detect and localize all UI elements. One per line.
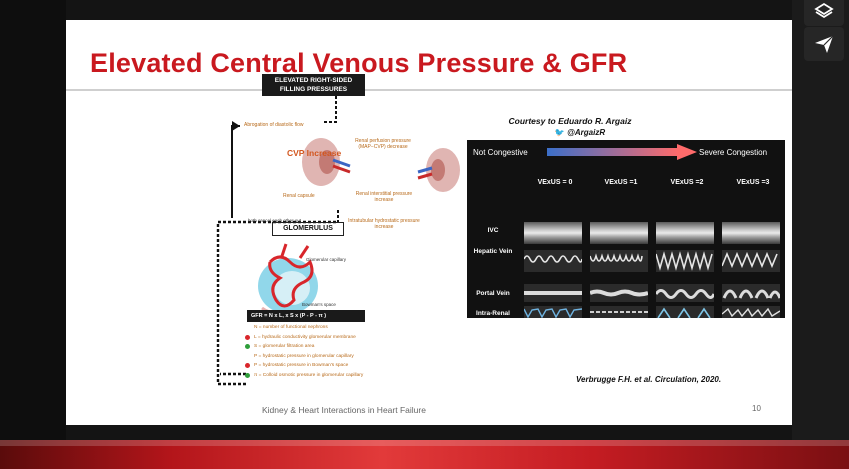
portal-waveform-1 [590,284,648,302]
share-button[interactable] [804,27,844,61]
legend-item: L = hydraulic conductivity glomerular me… [245,333,425,343]
title-divider [66,89,792,91]
hepatic-waveform-1 [590,250,648,272]
page-number: 10 [752,404,761,413]
ivc-ultrasound-1 [590,222,648,244]
layers-icon [813,0,835,20]
filling-pressures-box: ELEVATED RIGHT-SIDED FILLING PRESSURES [262,74,365,96]
row-label-ivc: IVC [471,227,515,235]
ivc-ultrasound-3 [722,222,780,244]
vexus-col-3: VExUS =3 [723,179,783,186]
not-congestive-label: Not Congestive [473,148,528,157]
glomerular-capillary-label: Glomerular capillary [306,257,346,262]
renal-perfusion-label: Renal perfusion pressure (MAP−CVP) decre… [343,138,423,150]
legend-dot [245,335,250,340]
gfr-formula: GFR = N x L, x S x (P - P - π ) [247,310,365,322]
send-icon [813,33,835,55]
intrarenal-waveform-1 [590,306,648,318]
glomerulus-box: GLOMERULUS [272,222,344,236]
portal-waveform-2 [656,284,714,302]
abrogation-label: Abrogation of diastolic flow [244,122,303,128]
legend-dot [245,373,250,378]
player-left-margin [0,0,66,469]
slide-footer: Kidney & Heart Interactions in Heart Fai… [262,405,426,415]
layers-button[interactable] [804,0,844,26]
legend-item: P = hydrostatic pressure in glomerular c… [245,352,425,362]
hepatic-waveform-2 [656,250,714,272]
vexus-col-1: VExUS =1 [591,179,651,186]
courtesy-line: Courtesy to Eduardo R. Argaiz [485,116,655,126]
legend-item: S = glomerular filtration area [245,342,425,352]
legend-item: N = number of functional nephrons [245,323,425,333]
portal-waveform-3 [722,284,780,302]
citation: Verbrugge F.H. et al. Circulation, 2020. [576,375,721,384]
ivc-ultrasound-2 [656,222,714,244]
player-bottom-band [0,440,849,469]
row-label-intrarenal: Intra-Renal Vein [471,310,515,318]
twitter-handle: 🐦 @ArgaizR [520,128,640,137]
severe-congestion-label: Severe Congestion [699,148,767,157]
portal-waveform-0 [524,284,582,302]
twitter-bird-icon: 🐦 [555,128,565,137]
renal-interstitial-label: Renal interstitial pressure increase [348,191,420,203]
legend-item: π = Colloid osmotic pressure in glomerul… [245,371,425,381]
legend-dot [245,325,250,330]
intrarenal-waveform-3 [722,306,780,318]
row-label-portal: Portal Vein [471,290,515,298]
player-right-panel [792,0,849,469]
intrarenal-waveform-2 [656,306,714,318]
vexus-grading-panel: Not Congestive Severe Congestion VExUS =… [467,140,785,318]
ivc-ultrasound-0 [524,222,582,244]
legend-dot [245,354,250,359]
row-label-hepatic: Hepatic Vein [471,248,515,256]
vexus-col-2: VExUS =2 [657,179,717,186]
legend-item: P = hydrostatic pressure in Bowman's spa… [245,361,425,371]
legend-dot [245,363,250,368]
cvp-increase-label: CVP Increase [287,148,341,158]
legend-dot [245,344,250,349]
intrarenal-waveform-0 [524,306,582,318]
gfr-legend: N = number of functional nephrons L = hy… [245,323,425,380]
hepatic-waveform-3 [722,250,780,272]
hepatic-waveform-0 [524,250,582,272]
intratubular-label: Intratubular hydrostatic pressure increa… [344,218,424,230]
bowmans-space-label: Bowman's space [302,302,336,307]
congestion-gradient-arrow [547,144,697,160]
vexus-col-0: VExUS = 0 [525,179,585,186]
renal-capsule-label: Renal capsule [283,193,315,199]
